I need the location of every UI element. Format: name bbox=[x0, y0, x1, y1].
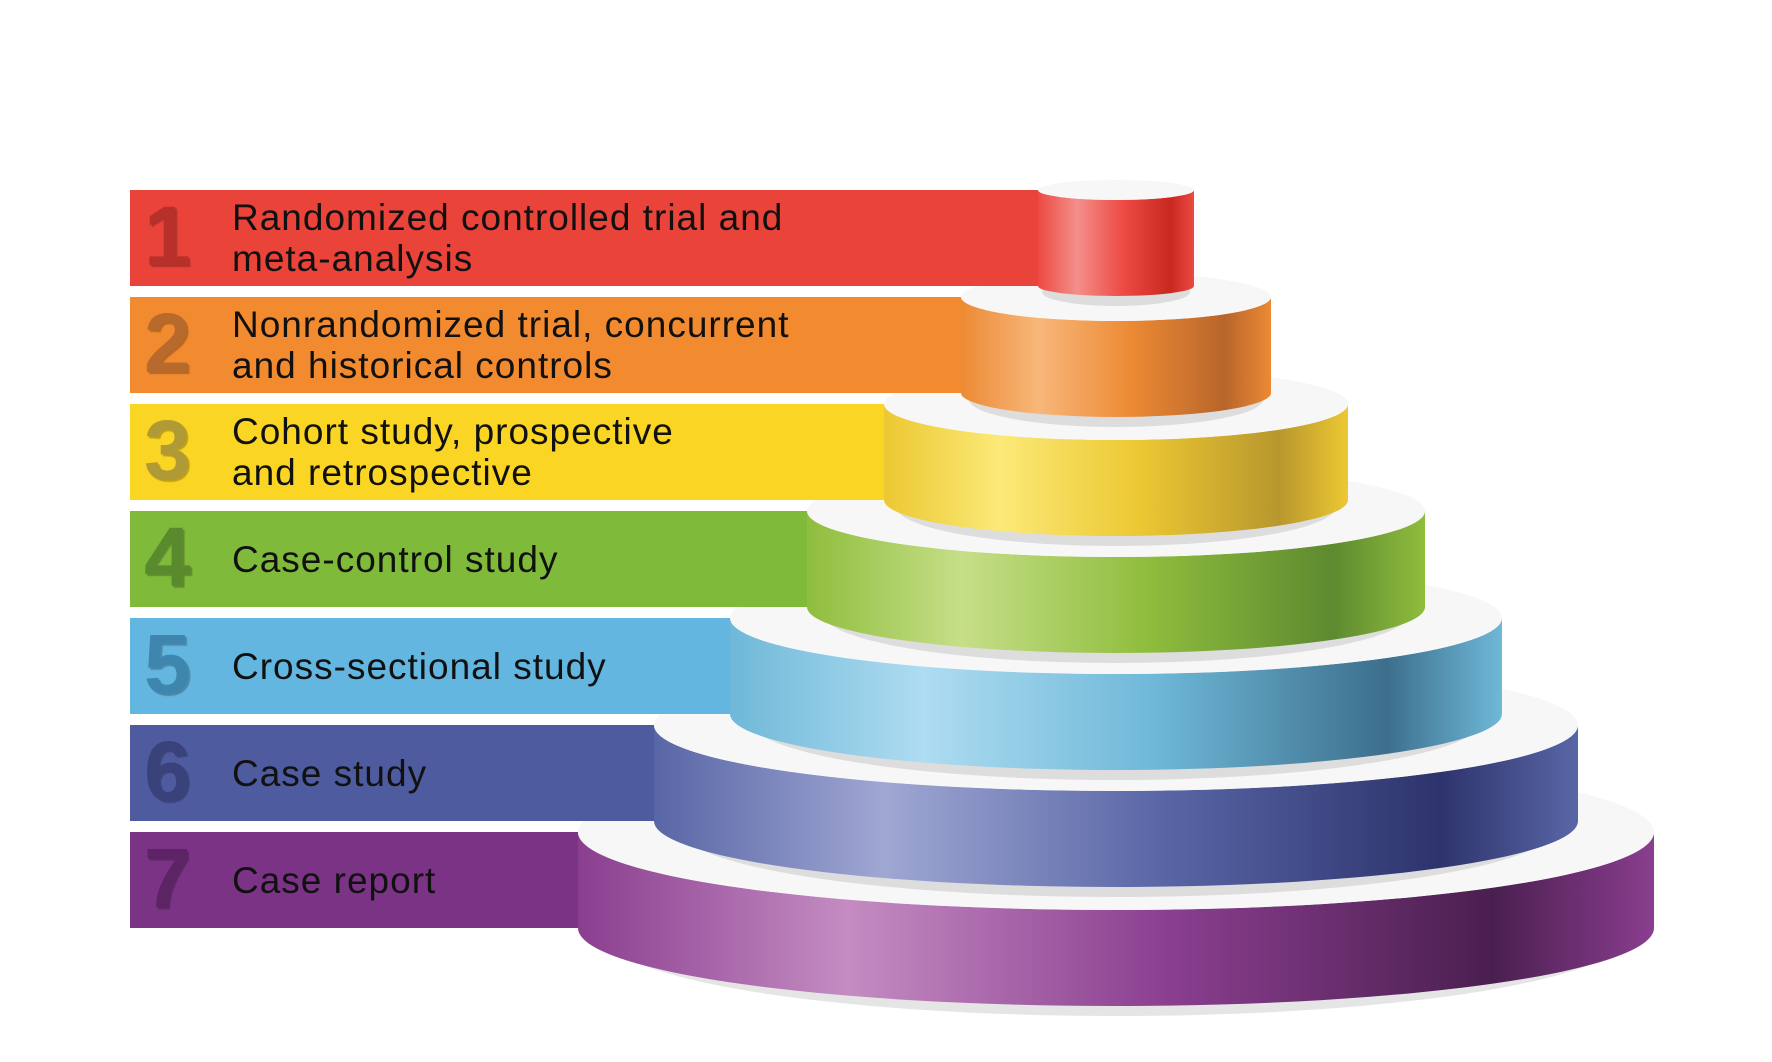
level-1-number: 1 bbox=[144, 189, 191, 283]
disk-6-side bbox=[654, 725, 1578, 887]
disk-2-side bbox=[961, 297, 1271, 417]
level-2-label: Nonrandomized trial, concurrent and hist… bbox=[232, 304, 790, 386]
level-4-number: 4 bbox=[144, 510, 191, 604]
disk-1-top bbox=[1038, 180, 1194, 200]
level-4-label: Case-control study bbox=[232, 538, 559, 580]
disk-5-side bbox=[730, 618, 1502, 770]
level-2-band: 2 Nonrandomized trial, concurrent and hi… bbox=[130, 296, 961, 393]
level-3-band: 3 Cohort study, prospective and retrospe… bbox=[130, 403, 884, 500]
level-3-label: Cohort study, prospective and retrospect… bbox=[232, 411, 674, 493]
level-6-label: Case study bbox=[232, 752, 428, 794]
level-5-band: 5 Cross-sectional study bbox=[130, 617, 730, 714]
level-7-band: 7 Case report bbox=[130, 831, 578, 928]
level-6-number: 6 bbox=[144, 724, 191, 818]
level-7-label: Case report bbox=[232, 859, 437, 901]
level-3-number: 3 bbox=[144, 403, 191, 497]
level-2-number: 2 bbox=[144, 296, 191, 390]
disk-7-side bbox=[578, 832, 1654, 1006]
disk-3-side bbox=[884, 404, 1348, 536]
level-1-label: Randomized controlled trial and meta-ana… bbox=[232, 197, 784, 279]
level-1-band: 1 Randomized controlled trial and meta-a… bbox=[130, 189, 1038, 286]
level-7-number: 7 bbox=[144, 831, 191, 925]
level-5-label: Cross-sectional study bbox=[232, 645, 607, 687]
disk-4-side bbox=[807, 511, 1425, 653]
level-4-band: 4 Case-control study bbox=[130, 510, 807, 607]
disk-1-side bbox=[1038, 190, 1194, 296]
level-5-number: 5 bbox=[144, 617, 191, 711]
level-6-band: 6 Case study bbox=[130, 724, 654, 821]
